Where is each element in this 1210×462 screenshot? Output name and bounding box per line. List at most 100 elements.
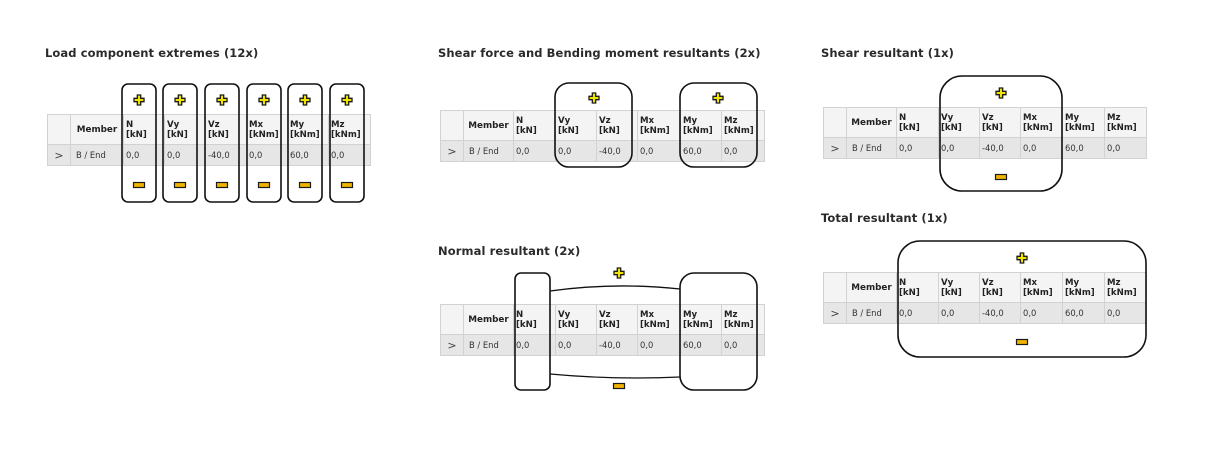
column-header-member[interactable]: Member [846,272,897,303]
column-header-my[interactable]: My[kNm] [287,114,329,145]
column-header-vz[interactable]: Vz[kN] [596,110,638,141]
column-header-label: Vy [941,277,954,288]
value-cell-vy: 0,0 [555,334,597,356]
column-header-vz[interactable]: Vz[kN] [205,114,247,145]
chevron-right-icon: > [830,141,840,155]
minus-icon [994,173,1008,181]
column-header-n[interactable]: N[kN] [896,107,939,138]
column-header-member[interactable]: Member [70,114,124,145]
chevron-right-icon: > [54,148,64,162]
header-corner [440,304,464,335]
column-header-unit: [kN] [208,129,229,140]
column-header-vz[interactable]: Vz[kN] [979,107,1021,138]
minus-icon [1015,338,1029,346]
column-header-unit: [kNm] [1107,287,1137,298]
link-top [549,285,681,292]
column-header-unit: [kN] [599,319,620,330]
column-header-label: Vy [558,309,571,320]
column-header-label: My [683,309,698,320]
column-header-label: N [516,115,524,126]
value-cell-vy: 0,0 [555,140,597,162]
value-cell-n: 0,0 [513,140,556,162]
column-header-mz[interactable]: Mz[kNm] [1104,272,1147,303]
column-header-member[interactable]: Member [463,304,514,335]
column-header-label: Vy [941,112,954,123]
column-header-label: Mz [724,115,738,126]
member-cell: B / End [463,334,514,356]
column-header-my[interactable]: My[kNm] [680,110,722,141]
column-header-member[interactable]: Member [846,107,897,138]
results-table: Member N[kN]Vy[kN]Vz[kN]Mx[kNm]My[kNm]Mz[… [440,110,765,162]
row-expander[interactable]: > [440,334,464,356]
minus-icon [215,181,229,189]
value-cell-n: 0,0 [123,144,165,166]
plus-icon [995,87,1007,99]
column-header-mz[interactable]: Mz[kNm] [328,114,371,145]
value-cell-mx: 0,0 [1020,302,1063,324]
column-header-unit: [kNm] [1023,287,1053,298]
value-cell-mz: 0,0 [721,140,765,162]
column-header-vy[interactable]: Vy[kN] [555,110,597,141]
column-header-unit: [kNm] [331,129,361,140]
column-header-mx[interactable]: Mx[kNm] [1020,272,1063,303]
column-header-label: Member [468,120,509,131]
link-bottom [549,373,681,379]
column-header-vy[interactable]: Vy[kN] [164,114,206,145]
row-expander[interactable]: > [47,144,71,166]
column-header-vy[interactable]: Vy[kN] [555,304,597,335]
column-header-unit: [kN] [558,319,579,330]
column-header-mz[interactable]: Mz[kNm] [721,304,765,335]
column-header-label: Vz [982,277,994,288]
column-header-vz[interactable]: Vz[kN] [979,272,1021,303]
panel-title: Load component extremes (12x) [45,46,259,60]
column-header-n[interactable]: N[kN] [123,114,165,145]
column-header-vy[interactable]: Vy[kN] [938,272,980,303]
column-header-unit: [kNm] [724,125,754,136]
column-header-label: N [899,112,907,123]
column-header-label: N [126,119,134,130]
column-header-mx[interactable]: Mx[kNm] [637,110,681,141]
column-header-unit: [kNm] [1065,287,1095,298]
column-header-mz[interactable]: Mz[kNm] [1104,107,1147,138]
value-cell-mx: 0,0 [637,140,681,162]
plus-icon [133,94,145,106]
column-header-label: Mz [1107,112,1121,123]
column-header-label: Member [76,124,118,135]
column-header-label: Vz [208,119,220,130]
column-header-vz[interactable]: Vz[kN] [596,304,638,335]
minus-icon [257,181,271,189]
value-cell-mz: 0,0 [1104,302,1147,324]
column-header-label: Vz [982,112,994,123]
panel-title: Normal resultant (2x) [438,244,581,258]
column-header-mx[interactable]: Mx[kNm] [246,114,288,145]
column-header-n[interactable]: N[kN] [513,110,556,141]
row-expander[interactable]: > [823,302,847,324]
row-expander[interactable]: > [823,137,847,159]
value-cell-vz: -40,0 [205,144,247,166]
value-cell-vy: 0,0 [938,137,980,159]
column-header-n[interactable]: N[kN] [513,304,556,335]
column-header-my[interactable]: My[kNm] [680,304,722,335]
column-header-n[interactable]: N[kN] [896,272,939,303]
column-header-label: Mz [724,309,738,320]
column-header-mx[interactable]: Mx[kNm] [1020,107,1063,138]
column-header-unit: [kN] [982,287,1003,298]
chevron-right-icon: > [447,338,457,352]
column-header-unit: [kN] [899,122,920,133]
column-header-my[interactable]: My[kNm] [1062,272,1105,303]
column-header-my[interactable]: My[kNm] [1062,107,1105,138]
column-header-member[interactable]: Member [463,110,514,141]
row-expander[interactable]: > [440,140,464,162]
column-header-vy[interactable]: Vy[kN] [938,107,980,138]
column-header-mz[interactable]: Mz[kNm] [721,110,765,141]
column-header-label: Vy [558,115,571,126]
column-header-mx[interactable]: Mx[kNm] [637,304,681,335]
column-header-label: My [1065,277,1080,288]
plus-icon [216,94,228,106]
